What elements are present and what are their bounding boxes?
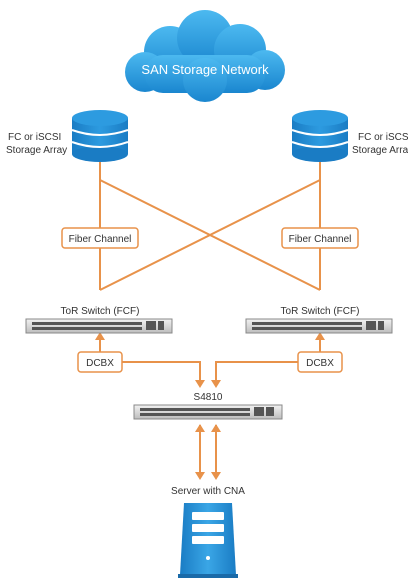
arrow-down-core-left (195, 380, 205, 388)
storage-left-label-line1: FC or iSCSI (8, 132, 61, 143)
fc-box-left: Fiber Channel (61, 227, 139, 249)
dcbx-left-label: DCBX (86, 358, 114, 369)
core-switch-label: S4810 (194, 392, 223, 403)
link-tor-right-dcbx (215, 333, 321, 385)
core-switch (133, 404, 283, 420)
storage-right-label-line1: FC or iSCSI (358, 132, 408, 143)
arrowheads (95, 332, 325, 480)
server-icon (178, 503, 238, 578)
arrow-up-core-2 (211, 424, 221, 432)
link-tor-left-dcbx (99, 333, 201, 385)
links (99, 155, 321, 478)
link-cross-right-to-left (99, 179, 321, 291)
arrow-up-core-1 (195, 424, 205, 432)
arrow-up-tor-left (95, 332, 105, 340)
fc-box-right: Fiber Channel (281, 227, 359, 249)
storage-left-label-line2: Storage Array (6, 145, 67, 156)
cloud-label: SAN Storage Network (141, 62, 269, 77)
arrow-down-core-right (211, 380, 221, 388)
server-label: Server with CNA (171, 486, 245, 497)
dcbx-box-right: DCBX (297, 351, 343, 373)
dcbx-box-left: DCBX (77, 351, 123, 373)
storage-array-left (71, 110, 129, 162)
tor-switch-right (245, 318, 393, 334)
arrow-down-server-1 (195, 472, 205, 480)
storage-right-label-line2: Storage Arra (352, 145, 408, 156)
arrow-down-server-2 (211, 472, 221, 480)
database-icon (291, 110, 349, 162)
tor-switch-left (25, 318, 173, 334)
fc-right-label: Fiber Channel (289, 234, 352, 245)
tor-left-label: ToR Switch (FCF) (61, 306, 140, 317)
fc-left-label: Fiber Channel (69, 234, 132, 245)
arrow-up-tor-right (315, 332, 325, 340)
san-cloud: SAN Storage Network (125, 10, 285, 102)
dcbx-right-label: DCBX (306, 358, 334, 369)
storage-array-right (291, 110, 349, 162)
tor-right-label: ToR Switch (FCF) (281, 306, 360, 317)
database-icon (71, 110, 129, 162)
